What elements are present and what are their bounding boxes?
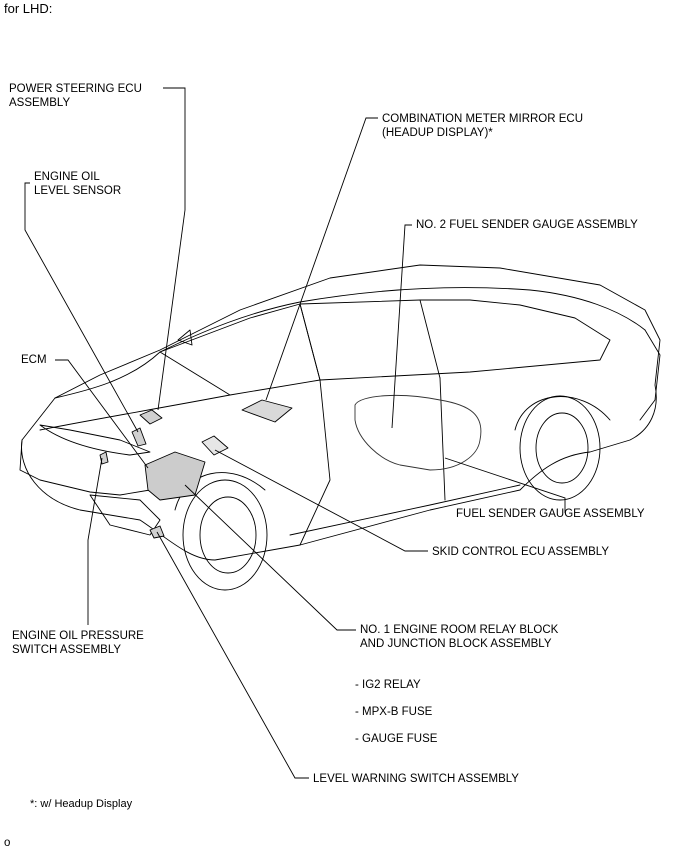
relay-block <box>144 451 206 501</box>
door-line-front <box>299 379 331 546</box>
footnote: *: w/ Headup Display <box>30 798 133 810</box>
leader-relay-block <box>184 484 356 631</box>
front-wheel <box>182 479 268 591</box>
relay-item-ig2: - IG2 RELAY <box>355 679 421 691</box>
relay-item-mpx-b: - MPX-B FUSE <box>355 706 433 718</box>
label-ecm: ECM <box>21 354 47 366</box>
label-level-warning: LEVEL WARNING SWITCH ASSEMBLY <box>313 773 519 785</box>
relay-item-gauge: - GAUGE FUSE <box>355 733 438 745</box>
label-combination-meter: COMBINATION METER MIRROR ECU (HEADUP DIS… <box>382 113 584 139</box>
label-engine-oil-pressure: ENGINE OIL PRESSURE SWITCH ASSEMBLY <box>12 630 144 656</box>
side-windows <box>299 299 611 381</box>
leader-oil-level <box>24 182 139 433</box>
front-wheel-arch <box>174 472 266 511</box>
rocker-line <box>289 484 521 536</box>
headlight <box>39 424 151 456</box>
leader-level-warning <box>156 531 309 779</box>
label-no1-relay-block: NO. 1 ENGINE ROOM RELAY BLOCK AND JUNCTI… <box>360 624 559 650</box>
fuel-tank <box>354 394 482 471</box>
page-mark: o <box>4 837 11 849</box>
car-body-outline <box>21 264 661 561</box>
power-steering-ecu <box>139 409 163 425</box>
leader-combination-meter <box>265 117 378 401</box>
leader-skid <box>214 449 428 552</box>
page-header: for LHD: <box>4 1 53 16</box>
windshield <box>159 303 321 396</box>
label-power-steering-ecu: POWER STEERING ECU ASSEMBLY <box>9 83 142 109</box>
door-line-rear <box>439 377 446 501</box>
label-no2-fuel-sender: NO. 2 FUEL SENDER GAUGE ASSEMBLY <box>416 219 638 231</box>
leader-fuel-sender <box>444 457 566 513</box>
leader-power-steering <box>157 87 186 411</box>
rear-wheel <box>519 395 601 501</box>
front-wheel-rim <box>199 496 257 574</box>
rear-wheel-arch <box>514 396 611 431</box>
grille <box>89 494 161 536</box>
hood-crease <box>39 394 231 431</box>
car-roof <box>159 287 646 353</box>
label-fuel-sender: FUEL SENDER GAUGE ASSEMBLY <box>456 508 645 520</box>
leader-no2-fuel <box>391 224 412 429</box>
rear-wheel-rim <box>535 412 589 484</box>
leader-oil-pressure <box>87 457 103 625</box>
mirror <box>177 329 193 346</box>
rear-end <box>639 329 661 421</box>
oil-level-sensor <box>131 427 147 447</box>
hood-line <box>54 351 161 399</box>
b-pillar <box>419 299 441 379</box>
leader-ecm <box>55 359 149 469</box>
label-engine-oil-level-sensor: ENGINE OIL LEVEL SENSOR <box>34 171 122 197</box>
label-skid-control: SKID CONTROL ECU ASSEMBLY <box>432 546 610 558</box>
skid-ecu-box <box>201 435 229 456</box>
meter-ecu-box <box>241 399 293 423</box>
